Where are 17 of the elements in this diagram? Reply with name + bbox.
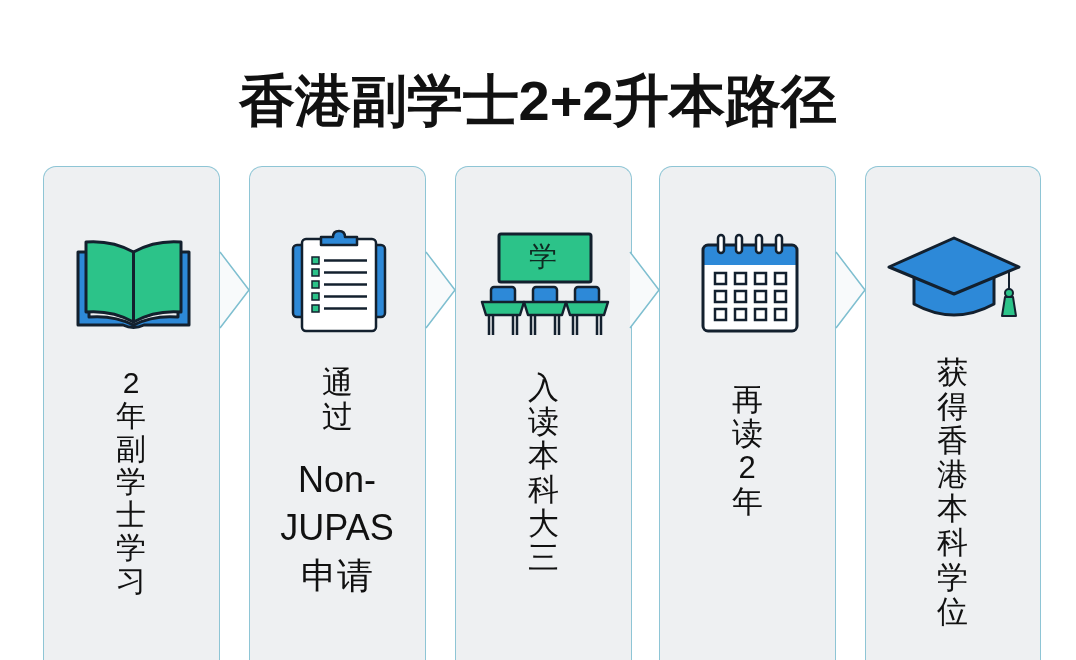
chevron-arrow (629, 251, 660, 329)
step-text: 通过 (321, 366, 353, 435)
step-card (43, 166, 220, 660)
step-text: 2年副学士学习 (116, 366, 146, 597)
chevron-arrow (219, 251, 250, 329)
title: 香港副学士2+2升本路径 (237, 68, 839, 134)
step-text: Non-JUPAS 申请 (279, 458, 395, 598)
chevron-arrow (425, 251, 456, 329)
step-text: 获得香港本科学位 (937, 356, 968, 629)
chevron-arrow (835, 251, 866, 329)
step-card (659, 166, 836, 660)
step-text: 入读本科大三 (527, 371, 559, 576)
step-text: 再读2年 (731, 383, 763, 520)
step-card (865, 166, 1041, 660)
board-character: 学 (529, 243, 557, 271)
step-card (249, 166, 426, 660)
step-card (455, 166, 632, 660)
